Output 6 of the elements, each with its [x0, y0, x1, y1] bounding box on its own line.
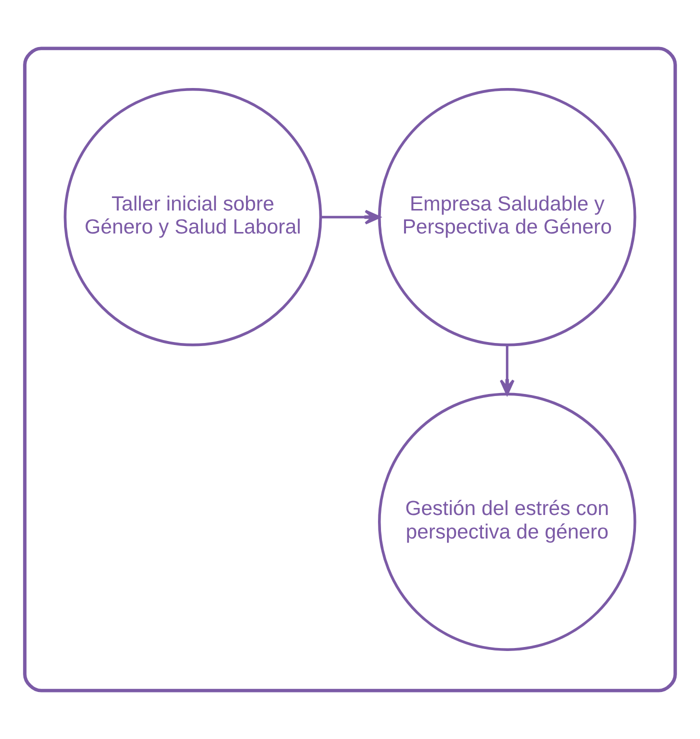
arrow: [321, 210, 380, 225]
node-circle: Gestión del estrés con perspectiva de género: [378, 392, 636, 651]
node-circle: Empresa Saludable y Perspectiva de Género: [378, 88, 636, 346]
node-circle: Taller inicial sobre Género y Salud Laboral: [64, 88, 322, 346]
cluster: [23, 46, 677, 692]
arrow: [500, 345, 515, 396]
